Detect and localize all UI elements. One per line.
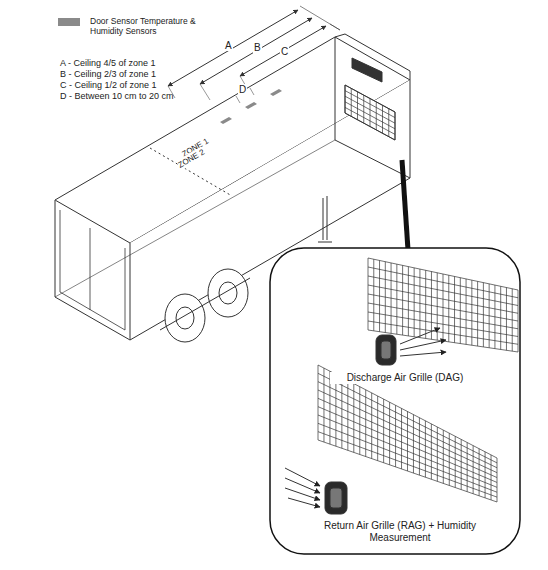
grille-caption: Discharge Air Grille (DAG)	[330, 372, 480, 384]
dimension-letter: D	[238, 84, 247, 95]
dimension-letter: C	[280, 46, 289, 57]
sensor-note: A - Ceiling 4/5 of zone 1	[60, 58, 156, 69]
sensor-note: D - Between 10 cm to 20 cm	[60, 91, 174, 102]
sensor-note: C - Ceiling 1/2 of zone 1	[60, 80, 157, 91]
legend-text: Door Sensor Temperature & Humidity Senso…	[90, 16, 215, 36]
grille-caption: Return Air Grille (RAG) + Humidity Measu…	[300, 520, 500, 544]
sensor-note: B - Ceiling 2/3 of zone 1	[60, 69, 156, 80]
legend-swatch	[58, 18, 80, 26]
inset-panel: Discharge Air Grille (DAG) Return Air Gri…	[270, 248, 520, 554]
dimension-letter: A	[224, 40, 233, 51]
dimension-letter: B	[253, 42, 262, 53]
